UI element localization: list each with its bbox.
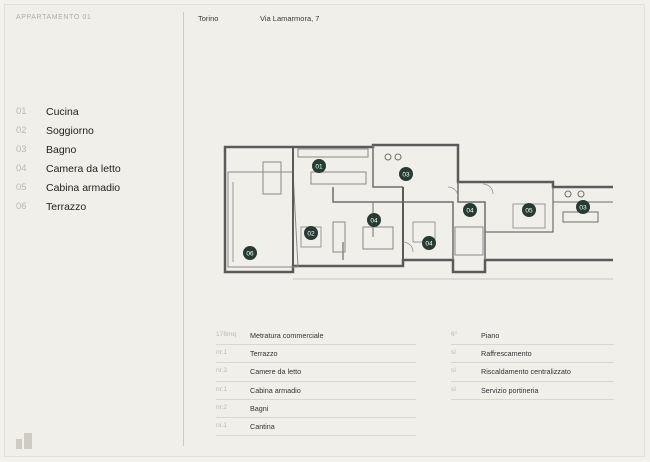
svg-text:06: 06: [246, 251, 254, 258]
feature-row: nr.1 Cantina: [216, 418, 416, 437]
svg-text:01: 01: [315, 164, 323, 171]
feature-value: nr.1: [216, 421, 227, 429]
feature-row: sì Raffrescamento: [451, 345, 614, 364]
feature-label: Piano: [481, 331, 500, 340]
feature-value: sì: [451, 385, 457, 393]
feature-label: Cantina: [250, 421, 275, 431]
feature-label: Bagni: [250, 403, 269, 413]
city-label: Torino: [198, 14, 219, 23]
feature-label: Riscaldamento centralizzato: [481, 367, 571, 377]
legend-number: 01: [16, 106, 27, 117]
feature-label: Metratura commerciale: [250, 331, 324, 340]
legend-label: Cabina armadio: [46, 181, 121, 194]
svg-text:03: 03: [579, 205, 587, 212]
legend-item: 03 Bagno: [16, 140, 121, 159]
svg-text:04: 04: [466, 208, 474, 215]
feature-row: 176mq Metratura commerciale: [216, 327, 416, 346]
room-marker-cucina: 01: [312, 159, 326, 173]
feature-value: 176mq: [216, 331, 237, 338]
legend-item: 06 Terrazzo: [16, 197, 121, 216]
legend-number: 05: [16, 182, 27, 193]
feature-row: nr.1 Cabina armadio: [216, 382, 416, 400]
feature-row: nr.1 Terrazzo: [216, 345, 416, 364]
legend-number: 04: [16, 163, 27, 174]
room-marker-camera: 04: [367, 213, 381, 227]
feature-row: nr.2 Bagni: [216, 400, 416, 418]
svg-text:02: 02: [307, 231, 315, 238]
room-marker-cabina: 05: [522, 203, 536, 217]
room-marker-camera: 04: [463, 203, 477, 217]
feature-value: nr.3: [216, 367, 227, 375]
legend-label: Cucina: [46, 105, 79, 118]
room-legend: 01 Cucina 02 Soggiorno 03 Bagno 04 Camera da…: [16, 102, 121, 216]
legend-item: 01 Cucina: [16, 102, 121, 121]
feature-value: nr.1: [216, 385, 227, 393]
svg-text:04: 04: [425, 241, 433, 248]
floor-plan: 01 02 03 04 04 04 05 03 06: [223, 143, 613, 280]
apartment-title: APPARTAMENTO 01: [16, 14, 92, 21]
room-marker-soggiorno: 02: [304, 226, 318, 240]
room-marker-bagno: 03: [399, 167, 413, 181]
svg-text:03: 03: [402, 172, 410, 179]
feature-value: 6°: [451, 331, 458, 338]
svg-text:04: 04: [370, 218, 378, 225]
svg-text:05: 05: [525, 208, 533, 215]
legend-label: Bagno: [46, 143, 77, 156]
feature-label: Terrazzo: [250, 349, 278, 359]
feature-label: Cabina armadio: [250, 385, 301, 395]
feature-row: sì Servizio portineria: [451, 382, 614, 400]
legend-number: 02: [16, 125, 27, 136]
legend-number: 06: [16, 201, 27, 212]
feature-value: nr.2: [216, 403, 227, 411]
legend-item: 05 Cabina armadio: [16, 178, 121, 197]
feature-label: Raffrescamento: [481, 349, 532, 359]
feature-row: sì Riscaldamento centralizzato: [451, 363, 614, 382]
legend-number: 03: [16, 144, 27, 155]
building-logo-icon: [16, 433, 32, 449]
feature-label: Camere da letto: [250, 367, 302, 377]
feature-value: sì: [451, 367, 457, 375]
vertical-divider: [183, 12, 184, 446]
legend-label: Soggiorno: [46, 124, 94, 137]
feature-label: Servizio portineria: [481, 385, 539, 395]
feature-row: nr.3 Camere da letto: [216, 363, 416, 382]
feature-value: sì: [451, 349, 457, 357]
room-marker-bagno: 03: [576, 200, 590, 214]
legend-label: Camera da letto: [46, 162, 121, 175]
legend-item: 02 Soggiorno: [16, 121, 121, 140]
feature-row: 6° Piano: [451, 327, 614, 346]
feature-value: nr.1: [216, 349, 227, 357]
address-label: Via Lamarmora, 7: [260, 14, 320, 23]
legend-label: Terrazzo: [46, 200, 87, 213]
room-marker-terrazzo: 06: [243, 246, 257, 260]
legend-item: 04 Camera da letto: [16, 159, 121, 178]
room-marker-camera: 04: [422, 236, 436, 250]
